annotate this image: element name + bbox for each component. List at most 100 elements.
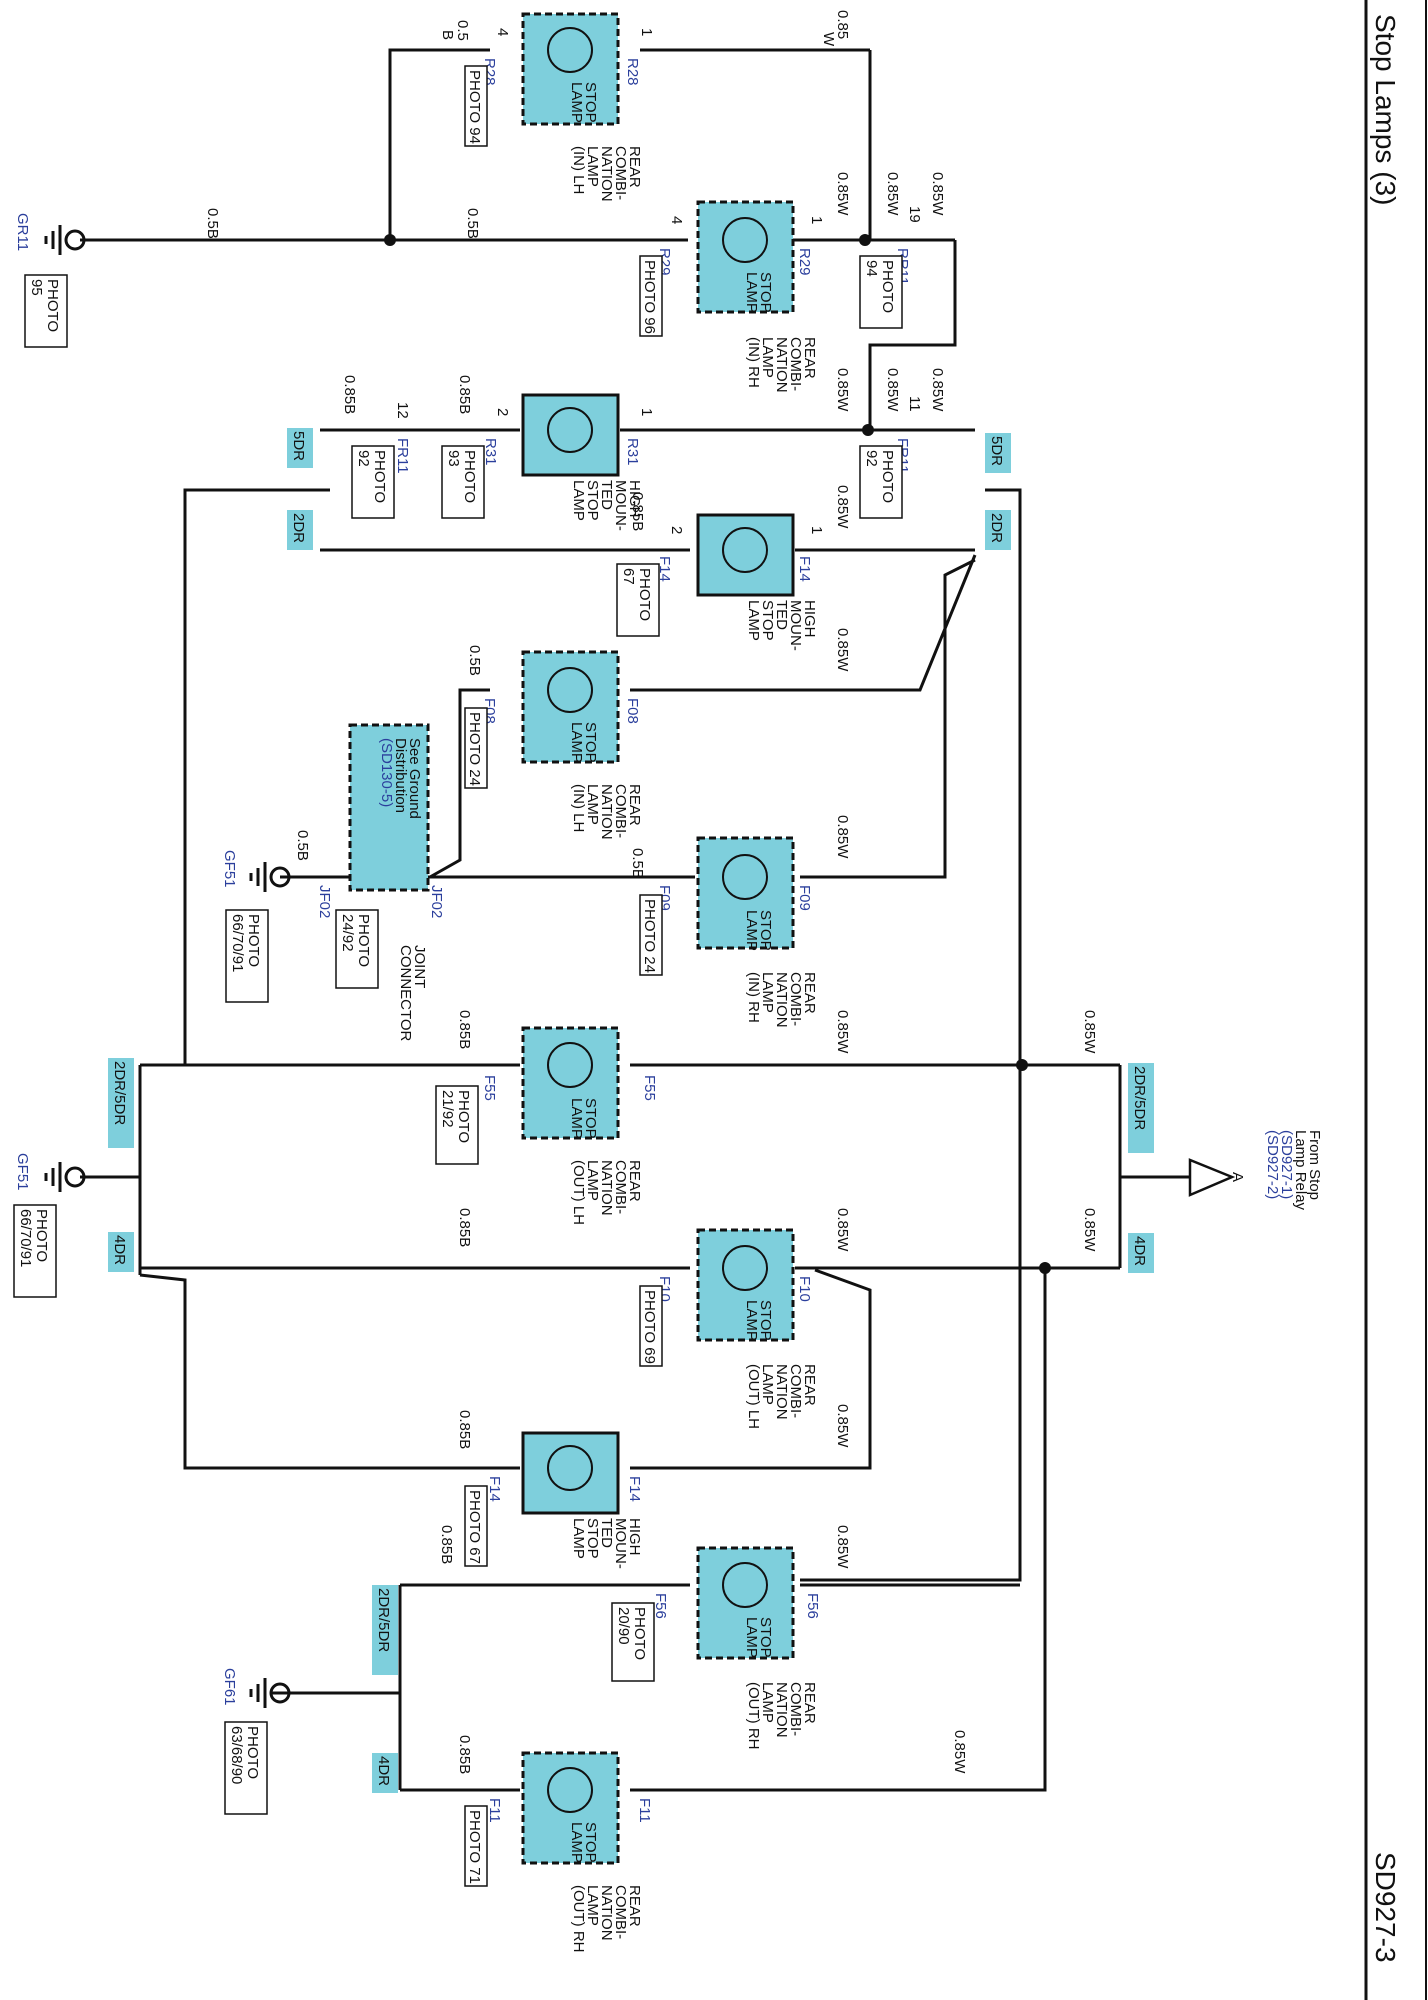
svg-text:PHOTO: PHOTO [461, 450, 478, 503]
svg-text:MOUN-: MOUN- [612, 1518, 629, 1569]
lamp-f14-bottom [521, 1431, 620, 1515]
source-ref: (SD927-1) [1278, 1130, 1295, 1199]
pin-number: 1 [808, 216, 825, 224]
svg-text:STOP: STOP [757, 272, 774, 313]
wire-label: 0.85W [884, 172, 901, 216]
lamp-f10 [696, 1228, 795, 1342]
ground-gf51-upper-icon [249, 862, 291, 892]
svg-text:PHOTO: PHOTO [44, 279, 61, 332]
source-index: A [1229, 1172, 1246, 1182]
connector-id: F09 [796, 885, 813, 911]
page-id: SD927-3 [1370, 1852, 1401, 1963]
svg-text:PHOTO 24: PHOTO 24 [466, 712, 483, 786]
svg-text:PHOTO: PHOTO [244, 1726, 261, 1779]
connector-id: JF02 [316, 885, 333, 918]
svg-text:PHOTO 96: PHOTO 96 [641, 260, 658, 334]
svg-text:LAMP: LAMP [568, 1098, 585, 1139]
svg-text:STOP: STOP [584, 1518, 601, 1559]
svg-text:20/90: 20/90 [615, 1607, 632, 1645]
svg-text:LAMP: LAMP [584, 1160, 601, 1201]
svg-text:LAMP: LAMP [759, 1682, 776, 1723]
svg-text:(IN) LH: (IN) LH [570, 784, 587, 832]
svg-text:66/70/91: 66/70/91 [17, 1209, 34, 1267]
ground-gf51-lower-icon [44, 1162, 86, 1192]
wire-rr11-jog [868, 240, 957, 430]
connector-id: R31 [624, 438, 641, 466]
rcl-f08-label: REAR COMBI- NATION LAMP (IN) LH [570, 784, 643, 840]
svg-text:STOP: STOP [759, 600, 776, 641]
svg-text:REAR: REAR [801, 972, 818, 1014]
wire-label: 0.85B [456, 1010, 473, 1049]
wire-f14b-pin1 [630, 1268, 872, 1470]
svg-text:TED: TED [598, 480, 615, 510]
svg-text:NATION: NATION [773, 1682, 790, 1738]
lamp-r31 [521, 393, 620, 477]
svg-text:NATION: NATION [773, 337, 790, 393]
svg-text:STOP: STOP [582, 1098, 599, 1139]
svg-text:NATION: NATION [598, 1885, 615, 1941]
wire-f14b-pin2 [139, 1273, 520, 1470]
lamp-f56 [696, 1546, 795, 1660]
svg-text:21/92: 21/92 [439, 1090, 456, 1128]
lamp-f11 [521, 1751, 620, 1865]
svg-text:PHOTO 94: PHOTO 94 [466, 70, 483, 144]
svg-text:COMBI-: COMBI- [612, 1885, 629, 1939]
svg-text:LAMP: LAMP [743, 1300, 760, 1341]
photo-refs: PHOTO 94 PHOTO 96 PHOTO 24 PHOTO 24 PHOT… [13, 65, 903, 1887]
option-5dr: 5DR [290, 431, 307, 461]
ground-label: GF51 [221, 850, 238, 888]
ground-note: See Ground [406, 738, 423, 819]
wire-label: 0.5B [204, 208, 221, 239]
svg-text:(IN) RH: (IN) RH [745, 972, 762, 1023]
wire-label: 0.85W [1081, 1208, 1098, 1252]
option-tags [108, 428, 1154, 1793]
svg-text:LAMP: LAMP [743, 272, 760, 313]
page-title: Stop Lamps (3) [1370, 14, 1401, 205]
wire-label: 0.85B [629, 492, 646, 531]
wire-label: 0.85W [834, 628, 851, 672]
stop-lamp-labels: STOP LAMP STOP LAMP STOP LAMP STOP LAMP … [568, 82, 774, 1863]
connector-id: F11 [486, 1798, 503, 1823]
rcl-f09-label: REAR COMBI- NATION LAMP (IN) RH [745, 972, 818, 1028]
svg-text:LAMP: LAMP [568, 722, 585, 763]
rcl-out-rh-f11-label: REAR COMBI- NATION LAMP (OUT) RH [570, 1885, 643, 1953]
wire-label: 0.85 [834, 10, 851, 39]
pin-number: 1 [638, 408, 655, 416]
svg-text:COMBI-: COMBI- [612, 1160, 629, 1214]
svg-text:PHOTO: PHOTO [371, 450, 388, 503]
svg-text:LAMP: LAMP [743, 1617, 760, 1658]
connector-id: F14 [796, 556, 813, 582]
hmsl-top-label: HIGH MOUN- TED STOP LAMP [570, 480, 643, 531]
svg-text:LAMP: LAMP [584, 146, 601, 187]
wire-label: 0.85W [834, 1404, 851, 1448]
svg-text:LAMP: LAMP [568, 82, 585, 123]
connector-id: F11 [636, 1798, 653, 1823]
wire-label: 0.85W [929, 172, 946, 216]
joint-connector-jf02 [348, 723, 430, 892]
svg-text:(IN) LH: (IN) LH [570, 146, 587, 194]
wire-r28-pin4 [388, 48, 490, 240]
wire-f11-pin1 [630, 1268, 1047, 1792]
wire-label: 0.85W [929, 368, 946, 412]
wire-label: 0.85B [456, 375, 473, 414]
wire-label: 0.85W [834, 172, 851, 216]
svg-text:PHOTO: PHOTO [636, 568, 653, 621]
wire-f08-pin4 [429, 688, 490, 879]
wire-label: 0.85W [834, 815, 851, 859]
wire-label: B [439, 30, 456, 40]
wire-label: 0.5B [294, 830, 311, 861]
connector-id: R31 [482, 438, 499, 466]
svg-text:LAMP: LAMP [759, 1364, 776, 1405]
option-2dr-5dr: 2DR/5DR [111, 1061, 128, 1125]
rcl-out-lh-f55-label: REAR COMBI- NATION LAMP (OUT) LH [570, 1160, 643, 1225]
option-4dr: 4DR [111, 1235, 128, 1265]
wire-5dr-bus [800, 488, 1022, 1582]
rcl-in-lh-label: REAR COMBI- NATION LAMP (IN) LH [570, 146, 643, 202]
option-5dr: 5DR [988, 436, 1005, 466]
wire-f09-pin1 [800, 558, 976, 879]
svg-text:STOP: STOP [582, 1822, 599, 1863]
svg-text:PHOTO: PHOTO [33, 1209, 50, 1262]
ground-label: GF61 [221, 1668, 238, 1706]
svg-text:TED: TED [773, 600, 790, 630]
